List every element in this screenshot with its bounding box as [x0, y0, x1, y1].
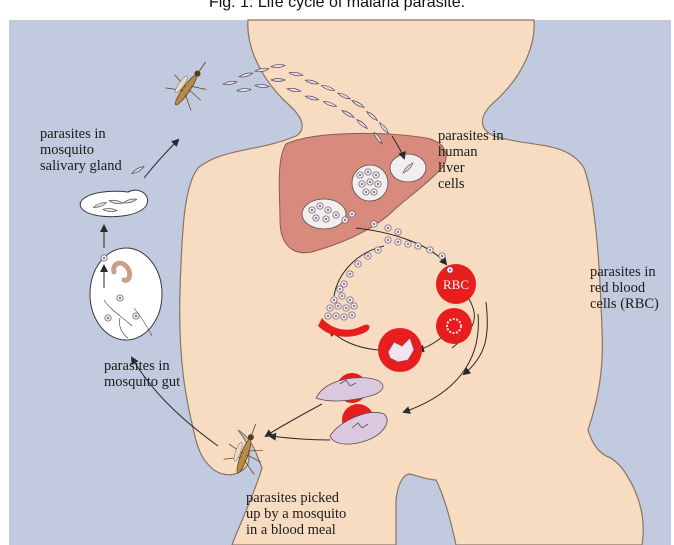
figure-caption: Fig. 1: Life cycle of malaria parasite. — [0, 0, 674, 12]
label-line: parasites in — [40, 126, 122, 142]
label-line: in a blood meal — [246, 522, 346, 538]
label-line: liver — [438, 160, 504, 176]
label-line: parasites in — [104, 358, 180, 374]
label-line: mosquito — [40, 142, 122, 158]
label-red-blood-cells: parasites in red blood cells (RBC) — [590, 264, 659, 312]
label-blood-meal: parasites picked up by a mosquito in a b… — [246, 490, 346, 538]
schizont-rbc — [378, 328, 422, 372]
rbc-cell: RBC — [436, 264, 476, 304]
label-line: salivary gland — [40, 158, 122, 174]
label-line: parasites in — [438, 128, 504, 144]
label-mosquito-gut: parasites in mosquito gut — [104, 358, 180, 390]
label-line: human — [438, 144, 504, 160]
label-line: red blood — [590, 280, 659, 296]
label-line: cells — [438, 176, 504, 192]
label-liver-cells: parasites in human liver cells — [438, 128, 504, 192]
label-line: mosquito gut — [104, 374, 180, 390]
label-line: parasites picked — [246, 490, 346, 506]
mosquito-gut-icon — [90, 248, 162, 340]
ring-stage-rbc — [436, 308, 472, 344]
label-line: parasites in — [590, 264, 659, 280]
label-salivary-gland: parasites in mosquito salivary gland — [40, 126, 122, 174]
rbc-cell-label: RBC — [443, 277, 469, 292]
label-line: cells (RBC) — [590, 296, 659, 312]
label-line: up by a mosquito — [246, 506, 346, 522]
